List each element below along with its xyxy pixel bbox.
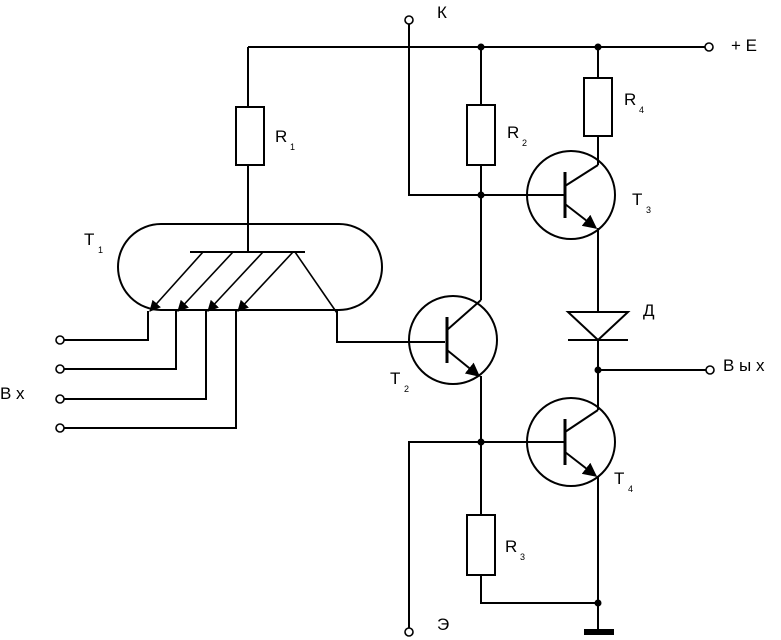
resistor-r3 [466,514,496,576]
label-plus-e: + Е [731,36,757,55]
label-e: Э [437,615,449,634]
resistor-r1 [235,106,265,166]
input-wire [64,311,237,429]
label-k: К [437,3,447,22]
input-wire [64,311,207,400]
wire [480,575,598,604]
wire [408,24,481,196]
output-terminal[interactable] [705,365,715,375]
wire [408,441,481,628]
label-t1: Т [84,230,94,249]
input-terminal[interactable] [55,335,65,345]
terminal-e[interactable] [404,627,414,637]
transistor-t4-collector [564,409,599,433]
transistor-t1-envelope [117,223,383,311]
label-r2: R [507,123,519,142]
label-r3-sub: 3 [520,552,525,562]
input-wire [64,311,149,341]
label-r1-sub: 1 [290,142,295,152]
diode-d [565,311,631,342]
label-r1: R [275,127,287,146]
terminal-plus-e[interactable] [704,42,714,52]
label-t2-sub: 2 [404,384,409,394]
resistor-r4 [583,77,613,137]
label-r3: R [505,537,517,556]
transistor-t2-emitter [446,349,481,377]
label-t2: Т [390,369,400,388]
label-d: Д [643,301,655,320]
transistor-t3 [526,150,616,240]
input-terminal[interactable] [55,394,65,404]
input-terminal[interactable] [55,423,65,433]
label-t3: Т [632,190,642,209]
label-vyx: В ы х [723,356,765,375]
transistor-t1-emitter [207,251,264,312]
junction-dot [594,599,602,607]
transistor-t2-collector [446,299,482,331]
label-r4: R [624,90,636,109]
label-t1-sub: 1 [98,245,103,255]
transistor-t1-emitter [149,251,204,312]
wire [336,311,445,343]
ground-icon [584,629,614,635]
label-t4: Т [614,469,624,488]
label-r2-sub: 2 [522,138,527,148]
transistor-t3-collector [564,164,599,187]
label-t4-sub: 4 [628,484,633,494]
input-terminal[interactable] [55,364,65,374]
terminal-k[interactable] [404,15,414,25]
transistor-t3-emitter [564,203,598,229]
transistor-t1-collector [294,251,338,314]
label-t3-sub: 3 [646,205,651,215]
transistor-t4-emitter [564,451,598,477]
label-r4-sub: 4 [639,105,644,115]
label-vx: В х [0,384,25,403]
resistor-r2 [466,104,496,166]
transistor-t2 [408,295,498,385]
transistor-t4 [526,397,616,487]
input-wire [64,311,177,370]
transistor-t1-emitter [177,251,234,312]
transistor-t1-emitter [237,251,294,312]
